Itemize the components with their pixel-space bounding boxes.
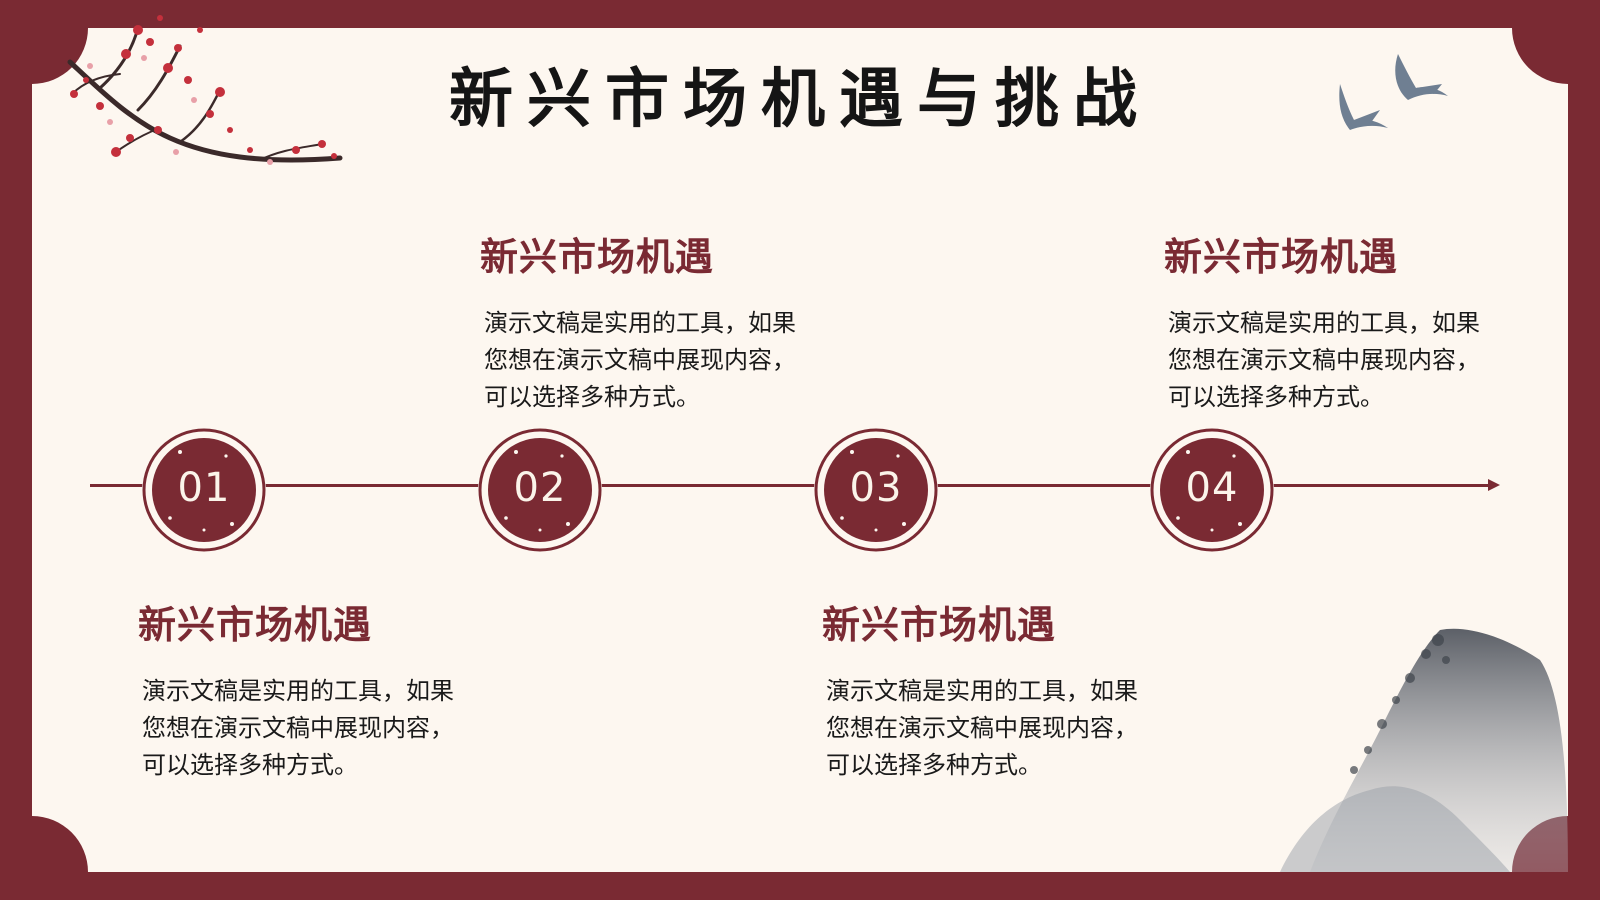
timeline-line bbox=[90, 484, 1490, 487]
node-number: 04 bbox=[1185, 465, 1239, 511]
step-4-text: 新兴市场机遇 演示文稿是实用的工具，如果您想在演示文稿中展现内容，可以选择多种方… bbox=[1164, 226, 1504, 416]
step-heading: 新兴市场机遇 bbox=[1164, 234, 1399, 279]
slide-title: 新兴市场机遇与挑战 bbox=[449, 62, 1151, 137]
step-body: 演示文稿是实用的工具，如果您想在演示文稿中展现内容，可以选择多种方式。 bbox=[484, 309, 796, 411]
ink-circle-icon bbox=[478, 428, 602, 552]
step-body: 演示文稿是实用的工具，如果您想在演示文稿中展现内容，可以选择多种方式。 bbox=[1168, 309, 1480, 411]
step-heading: 新兴市场机遇 bbox=[138, 602, 373, 647]
ink-circle-icon bbox=[1150, 428, 1274, 552]
timeline-node-2: 02 bbox=[476, 426, 604, 554]
plum-blossom-branch bbox=[67, 15, 343, 165]
step-3-text: 新兴市场机遇 演示文稿是实用的工具，如果您想在演示文稿中展现内容，可以选择多种方… bbox=[822, 594, 1162, 784]
step-2-text: 新兴市场机遇 演示文稿是实用的工具，如果您想在演示文稿中展现内容，可以选择多种方… bbox=[480, 226, 820, 416]
timeline-arrow-icon bbox=[1488, 479, 1500, 491]
timeline-node-1: 01 bbox=[140, 426, 268, 554]
ink-circle-icon bbox=[142, 428, 266, 552]
node-number: 02 bbox=[513, 465, 567, 511]
step-heading: 新兴市场机遇 bbox=[480, 234, 715, 279]
timeline-node-4: 04 bbox=[1148, 426, 1276, 554]
step-heading: 新兴市场机遇 bbox=[822, 602, 1057, 647]
ink-circle-icon bbox=[814, 428, 938, 552]
step-1-text: 新兴市场机遇 演示文稿是实用的工具，如果您想在演示文稿中展现内容，可以选择多种方… bbox=[138, 594, 478, 784]
node-number: 01 bbox=[177, 465, 231, 511]
swallows-icon bbox=[1339, 54, 1448, 130]
timeline-node-3: 03 bbox=[812, 426, 940, 554]
ink-mountain bbox=[1280, 628, 1568, 872]
step-body: 演示文稿是实用的工具，如果您想在演示文稿中展现内容，可以选择多种方式。 bbox=[826, 677, 1138, 779]
node-number: 03 bbox=[849, 465, 903, 511]
step-body: 演示文稿是实用的工具，如果您想在演示文稿中展现内容，可以选择多种方式。 bbox=[142, 677, 454, 779]
